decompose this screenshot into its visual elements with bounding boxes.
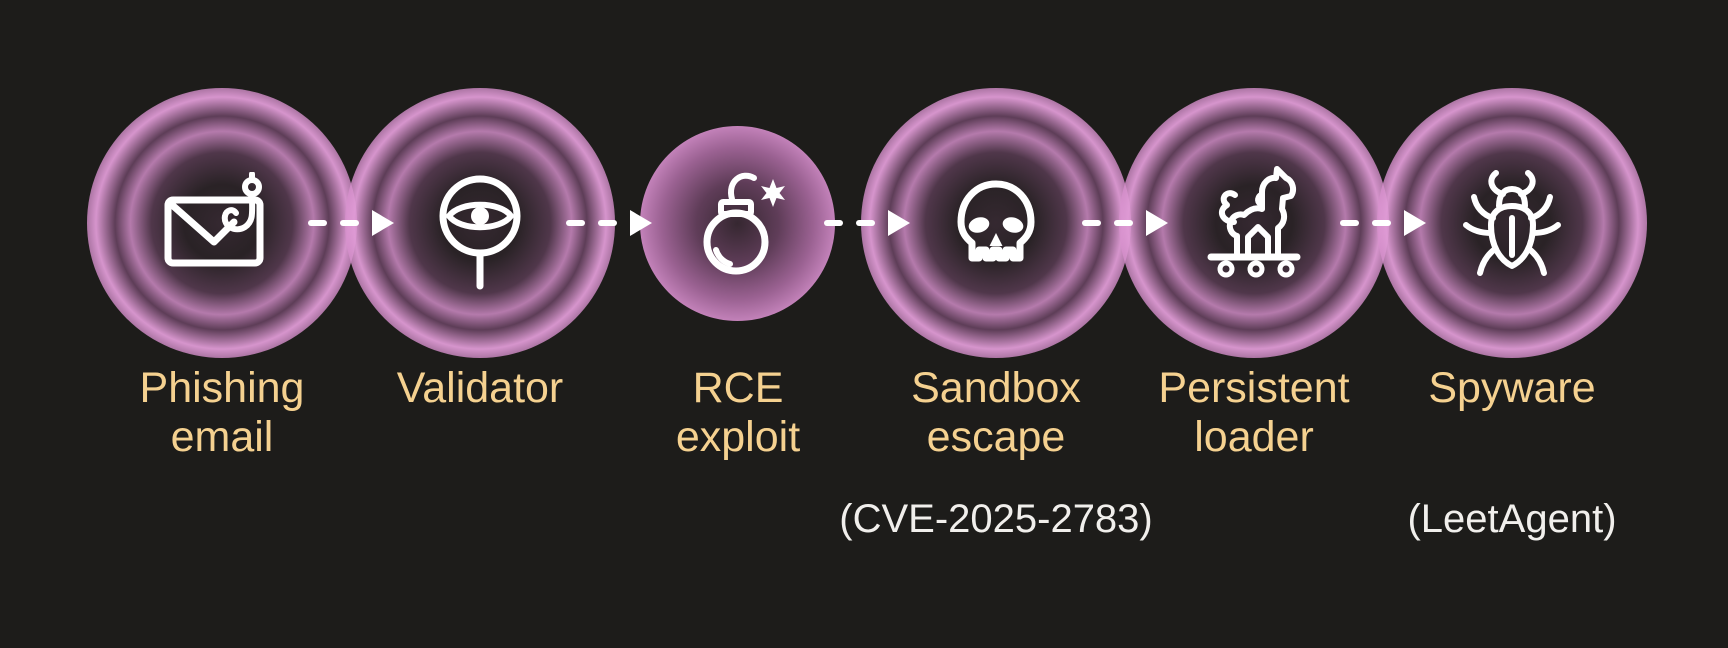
bomb-icon	[692, 166, 792, 278]
node-sublabel: (CVE-2025-2783)	[839, 497, 1153, 541]
flow-arrow-icon	[566, 210, 652, 236]
node-sandbox-escape: Sandbox escape (CVE-2025-2783)	[839, 0, 1153, 648]
skull-icon	[946, 174, 1046, 268]
trojan-horse-icon	[1204, 164, 1304, 279]
node-label: Persistent loader	[1158, 364, 1350, 461]
flow-arrow-icon	[1082, 210, 1168, 236]
flow-arrow-icon	[308, 210, 394, 236]
node-persistent-loader: Persistent loader	[1104, 0, 1404, 648]
glow-solid	[640, 126, 835, 321]
node-label: Sandbox escape	[911, 364, 1081, 461]
flow-arrow-icon	[824, 210, 910, 236]
bug-icon	[1462, 170, 1562, 276]
eye-lens-icon	[430, 172, 530, 290]
node-label: Phishing email	[139, 364, 305, 461]
node-validator: Validator	[330, 0, 630, 648]
node-sublabel: (LeetAgent)	[1407, 497, 1617, 541]
node-spyware: Spyware (LeetAgent)	[1362, 0, 1662, 648]
node-label: RCE exploit	[675, 364, 801, 461]
node-phishing-email: Phishing email	[72, 0, 372, 648]
envelope-fishhook-icon	[164, 172, 272, 268]
node-label: Spyware	[1428, 364, 1596, 412]
node-label: Validator	[396, 364, 564, 412]
node-rce-exploit: RCE exploit	[588, 0, 888, 648]
flow-arrow-icon	[1340, 210, 1426, 236]
